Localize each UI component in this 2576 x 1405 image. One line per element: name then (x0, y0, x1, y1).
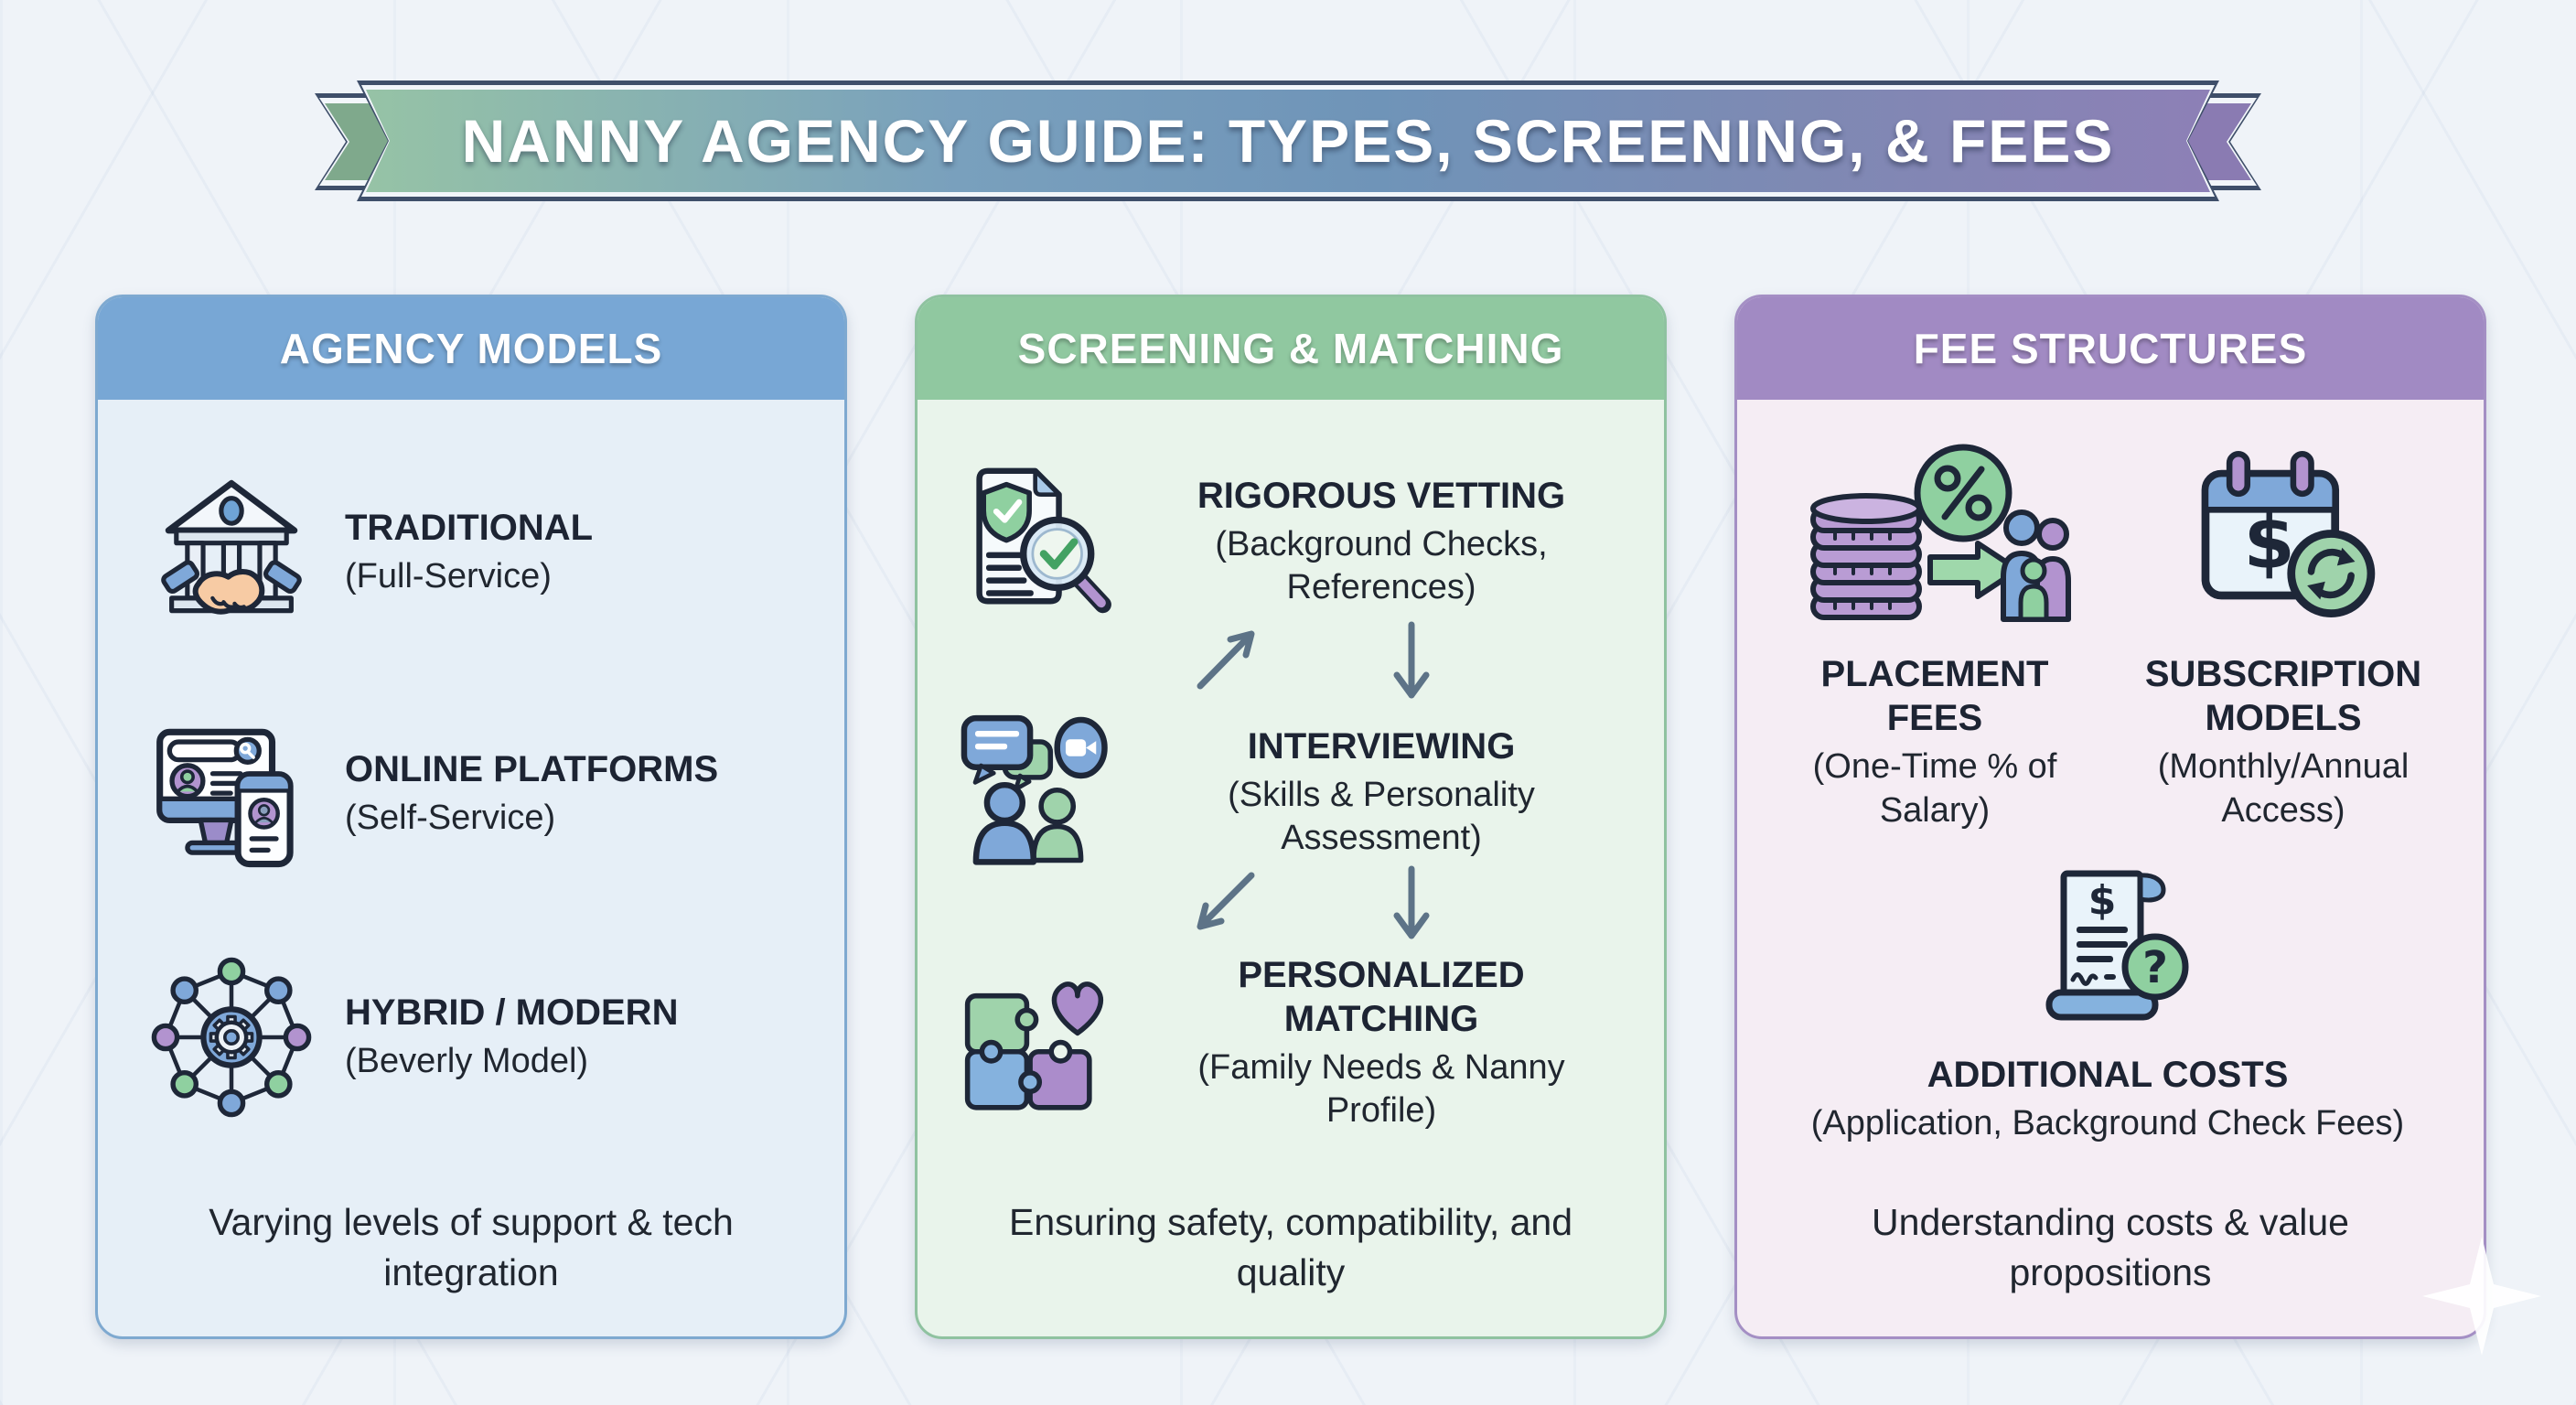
step-subtitle: (Family Needs & Nanny Profile) (1197, 1047, 1565, 1131)
ribbon-body: NANNY AGENCY GUIDE: TYPES, SCREENING, & … (366, 90, 2210, 192)
fee-subtitle: (Monthly/Annual Access) (2157, 747, 2410, 830)
bank-handshake-icon (149, 474, 314, 631)
receipt-question-icon: $ ? (1774, 857, 2442, 1040)
item-title: ONLINE PLATFORMS (345, 749, 719, 790)
list-item-text: TRADITIONAL (Full-Service) (345, 506, 747, 599)
item-subtitle: (Self-Service) (345, 799, 556, 838)
list-item: ONLINE PLATFORMS (Self-Service) (149, 689, 822, 899)
svg-text:?: ? (2142, 942, 2168, 993)
card-fee-structures: FEE STRUCTURES (1734, 295, 2486, 1339)
chat-video-people-icon (945, 708, 1128, 877)
fee-item-additional: $ ? ADDITIONAL COSTS (Application, Backg… (1774, 857, 2442, 1146)
monitor-phone-profile-icon (149, 713, 314, 875)
fee-item-placement: PLACEMENT FEES (One-Time % of Salary) (1770, 440, 2099, 832)
card-screening-matching-footer: Ensuring safety, compatibility, and qual… (1008, 1201, 1573, 1293)
svg-text:$: $ (2088, 877, 2117, 924)
item-title: HYBRID / MODERN (345, 992, 679, 1034)
fee-subtitle: (One-Time % of Salary) (1812, 747, 2057, 830)
card-agency-models-header: AGENCY MODELS (98, 297, 844, 400)
svg-text:$: $ (2244, 500, 2295, 586)
card-fee-structures-header: FEE STRUCTURES (1737, 297, 2484, 400)
card-screening-matching-header: SCREENING & MATCHING (918, 297, 1664, 400)
item-title: TRADITIONAL (345, 508, 594, 549)
flow-step: PERSONALIZED MATCHING (Family Needs & Na… (945, 941, 1624, 1144)
list-item: TRADITIONAL (Full-Service) (149, 447, 822, 658)
card-screening-matching: SCREENING & MATCHING (915, 295, 1667, 1339)
flow-step: INTERVIEWING (Skills & Personality Asses… (945, 691, 1624, 894)
list-item-text: ONLINE PLATFORMS (Self-Service) (345, 747, 747, 841)
item-subtitle: (Full-Service) (345, 557, 552, 596)
step-title: PERSONALIZED MATCHING (1238, 954, 1525, 1039)
card-fee-structures-footer: Understanding costs & value propositions (1872, 1201, 2349, 1293)
flow-step: RIGOROUS VETTING (Background Checks, Ref… (945, 440, 1624, 643)
step-subtitle: (Background Checks, References) (1215, 524, 1548, 607)
list-item-text: HYBRID / MODERN (Beverly Model) (345, 991, 747, 1084)
card-agency-models: AGENCY MODELS (95, 295, 847, 1339)
flow-step-text: INTERVIEWING (Skills & Personality Asses… (1139, 724, 1624, 861)
step-title: INTERVIEWING (1247, 725, 1516, 767)
card-agency-models-footer: Varying levels of support & tech integra… (209, 1201, 734, 1293)
fee-title: SUBSCRIPTION MODELS (2144, 654, 2422, 738)
fee-item-subscription: $ SUBSCRIPTION MODELS (Monthly/Annual Ac… (2116, 440, 2451, 832)
item-subtitle: (Beverly Model) (345, 1042, 589, 1081)
network-gear-icon (149, 955, 314, 1120)
puzzle-heart-icon (945, 959, 1128, 1128)
step-subtitle: (Skills & Personality Assessment) (1228, 775, 1535, 858)
title-banner: NANNY AGENCY GUIDE: TYPES, SCREENING, & … (315, 80, 2219, 201)
list-item: HYBRID / MODERN (Beverly Model) (149, 932, 822, 1142)
flow-step-text: PERSONALIZED MATCHING (Family Needs & Na… (1139, 953, 1624, 1133)
document-shield-magnifier-icon (945, 457, 1128, 627)
calendar-dollar-refresh-icon: $ (2116, 440, 2451, 639)
card-fee-structures-body: PLACEMENT FEES (One-Time % of Salary) $ (1737, 400, 2484, 1334)
fee-title: PLACEMENT FEES (1820, 654, 2049, 738)
fee-subtitle: (Application, Background Check Fees) (1810, 1104, 2405, 1142)
coins-percent-family-icon (1770, 440, 2099, 639)
card-agency-models-body: TRADITIONAL (Full-Service) (98, 400, 844, 1334)
page-title: NANNY AGENCY GUIDE: TYPES, SCREENING, & … (461, 107, 2115, 175)
flow-step-text: RIGOROUS VETTING (Background Checks, Ref… (1139, 474, 1624, 610)
step-title: RIGOROUS VETTING (1197, 475, 1566, 516)
fee-title: ADDITIONAL COSTS (1927, 1055, 2289, 1095)
card-screening-matching-body: RIGOROUS VETTING (Background Checks, Ref… (918, 400, 1664, 1334)
